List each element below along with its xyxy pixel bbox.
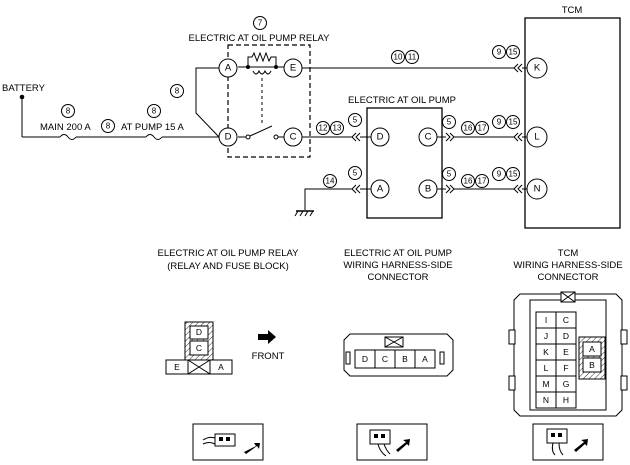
pump-conn-title2: WIRING HARNESS-SIDE	[343, 260, 452, 271]
pump-cell-2: B	[402, 354, 408, 364]
tcm-cell-side1: B	[589, 360, 595, 370]
relay-conn-title1: ELECTRIC AT OIL PUMP RELAY	[158, 248, 300, 259]
pump-conn-title1: ELECTRIC AT OIL PUMP	[344, 248, 452, 259]
ground-symbol-icon	[294, 210, 314, 217]
tcm-view-icon	[532, 423, 604, 461]
tcm-cell-l4: M	[542, 379, 549, 389]
relay-box	[227, 44, 311, 158]
relay-label: ELECTRIC AT OIL PUMP RELAY	[189, 33, 331, 44]
tcm-pin-k-text: K	[534, 63, 541, 74]
tcm-cell-r5: H	[563, 395, 569, 405]
pump-view-icon	[356, 423, 428, 461]
pump-box	[366, 107, 443, 219]
tcm-cell-l3: L	[544, 363, 549, 373]
callout-pump-c-b: 17	[478, 124, 487, 133]
callout-tcm-k-b: 15	[509, 48, 518, 57]
tcm-pin-n-text: N	[534, 184, 541, 195]
tcm-conn-title1: TCM	[558, 248, 579, 259]
callout-tcm-k-a: 9	[497, 48, 502, 57]
front-arrow-icon	[258, 330, 276, 344]
callout-pump-d: 5	[353, 116, 358, 125]
relay-internals	[238, 51, 284, 140]
callout-tcm-n-a: 9	[497, 170, 502, 179]
front-label: FRONT	[252, 351, 285, 362]
relay-cell-bottom-1: A	[218, 362, 224, 372]
pump-cell-0: D	[362, 354, 368, 364]
wires	[19, 63, 527, 210]
relay-view-icon	[192, 423, 264, 461]
main-fuse-label: MAIN 200 A	[40, 122, 91, 133]
pump-cell-1: C	[382, 354, 388, 364]
tcm-cell-l0: I	[545, 315, 547, 325]
relay-cell-bottom-0: E	[174, 362, 180, 372]
callout-relay-ref	[253, 16, 267, 30]
pump-label: ELECTRIC AT OIL PUMP	[348, 95, 456, 106]
tcm-cell-r4: G	[563, 379, 570, 389]
tcm-cell-r3: F	[563, 363, 568, 373]
relay-pin-e-text: E	[290, 63, 296, 74]
callout-relay-ref-text: 7	[258, 19, 263, 28]
tcm-cell-l5: N	[543, 395, 549, 405]
callout-pump-c: 5	[447, 118, 452, 127]
tcm-cell-r2: E	[563, 347, 569, 357]
callout-top-a: 10	[394, 53, 403, 62]
callout-ground: 14	[326, 177, 335, 186]
callout-tcm-n-b: 15	[509, 170, 518, 179]
callout-pump-b-a: 16	[464, 177, 473, 186]
tcm-connector	[508, 291, 628, 417]
tcm-cell-r1: D	[563, 331, 569, 341]
pump-pin-a-text: A	[377, 184, 384, 195]
callout-tcm-l-b: 15	[509, 118, 518, 127]
callout-pump-fuse: 8	[152, 107, 157, 116]
callout-pump-a: 5	[353, 169, 358, 178]
relay-connector	[165, 321, 233, 375]
tcm-cell-l1: J	[544, 331, 548, 341]
relay-pin-c-text: C	[290, 132, 297, 143]
pump-pin-b-text: B	[425, 184, 431, 195]
relay-cell-top-0: D	[196, 327, 202, 337]
tcm-cell-r0: C	[563, 315, 569, 325]
callout-pump-b: 5	[447, 170, 452, 179]
pump-fuse-label: AT PUMP 15 A	[121, 122, 184, 133]
callout-pump-b-b: 17	[478, 177, 487, 186]
relay-conn-title2: (RELAY AND FUSE BLOCK)	[167, 261, 289, 272]
tcm-label: TCM	[562, 5, 583, 16]
callout-top-b: 11	[408, 53, 417, 62]
callout-battery-fuse: 8	[66, 107, 71, 116]
pump-connector	[343, 333, 454, 377]
callouts: 8 8 8 8 10 11 9 15 12 13 5 5 16 17 9 15 …	[61, 45, 520, 188]
tcm-conn-title2: WIRING HARNESS-SIDE	[513, 260, 622, 271]
relay-pin-a-text: A	[225, 63, 232, 74]
callout-mid-a: 12	[319, 124, 328, 133]
callout-tcm-l-a: 9	[497, 118, 502, 127]
pump-pin-c-text: C	[425, 132, 432, 143]
relay-cell-top-1: C	[196, 343, 202, 353]
relay-pin-d-text: D	[225, 132, 232, 143]
callout-pump-c-a: 16	[464, 124, 473, 133]
tcm-conn-title3: CONNECTOR	[537, 272, 598, 283]
pump-cell-3: A	[422, 354, 428, 364]
pump-pin-d-text: D	[377, 132, 384, 143]
tcm-pin-l-text: L	[534, 132, 539, 143]
callout-fuse-mid: 8	[106, 122, 111, 131]
callout-mid-b: 13	[333, 124, 342, 133]
pump-conn-title3: CONNECTOR	[367, 272, 428, 283]
callout-relay-side: 8	[175, 87, 180, 96]
tcm-cell-side0: A	[589, 344, 595, 354]
tcm-cell-l2: K	[543, 347, 549, 357]
battery-label: BATTERY	[2, 83, 46, 94]
